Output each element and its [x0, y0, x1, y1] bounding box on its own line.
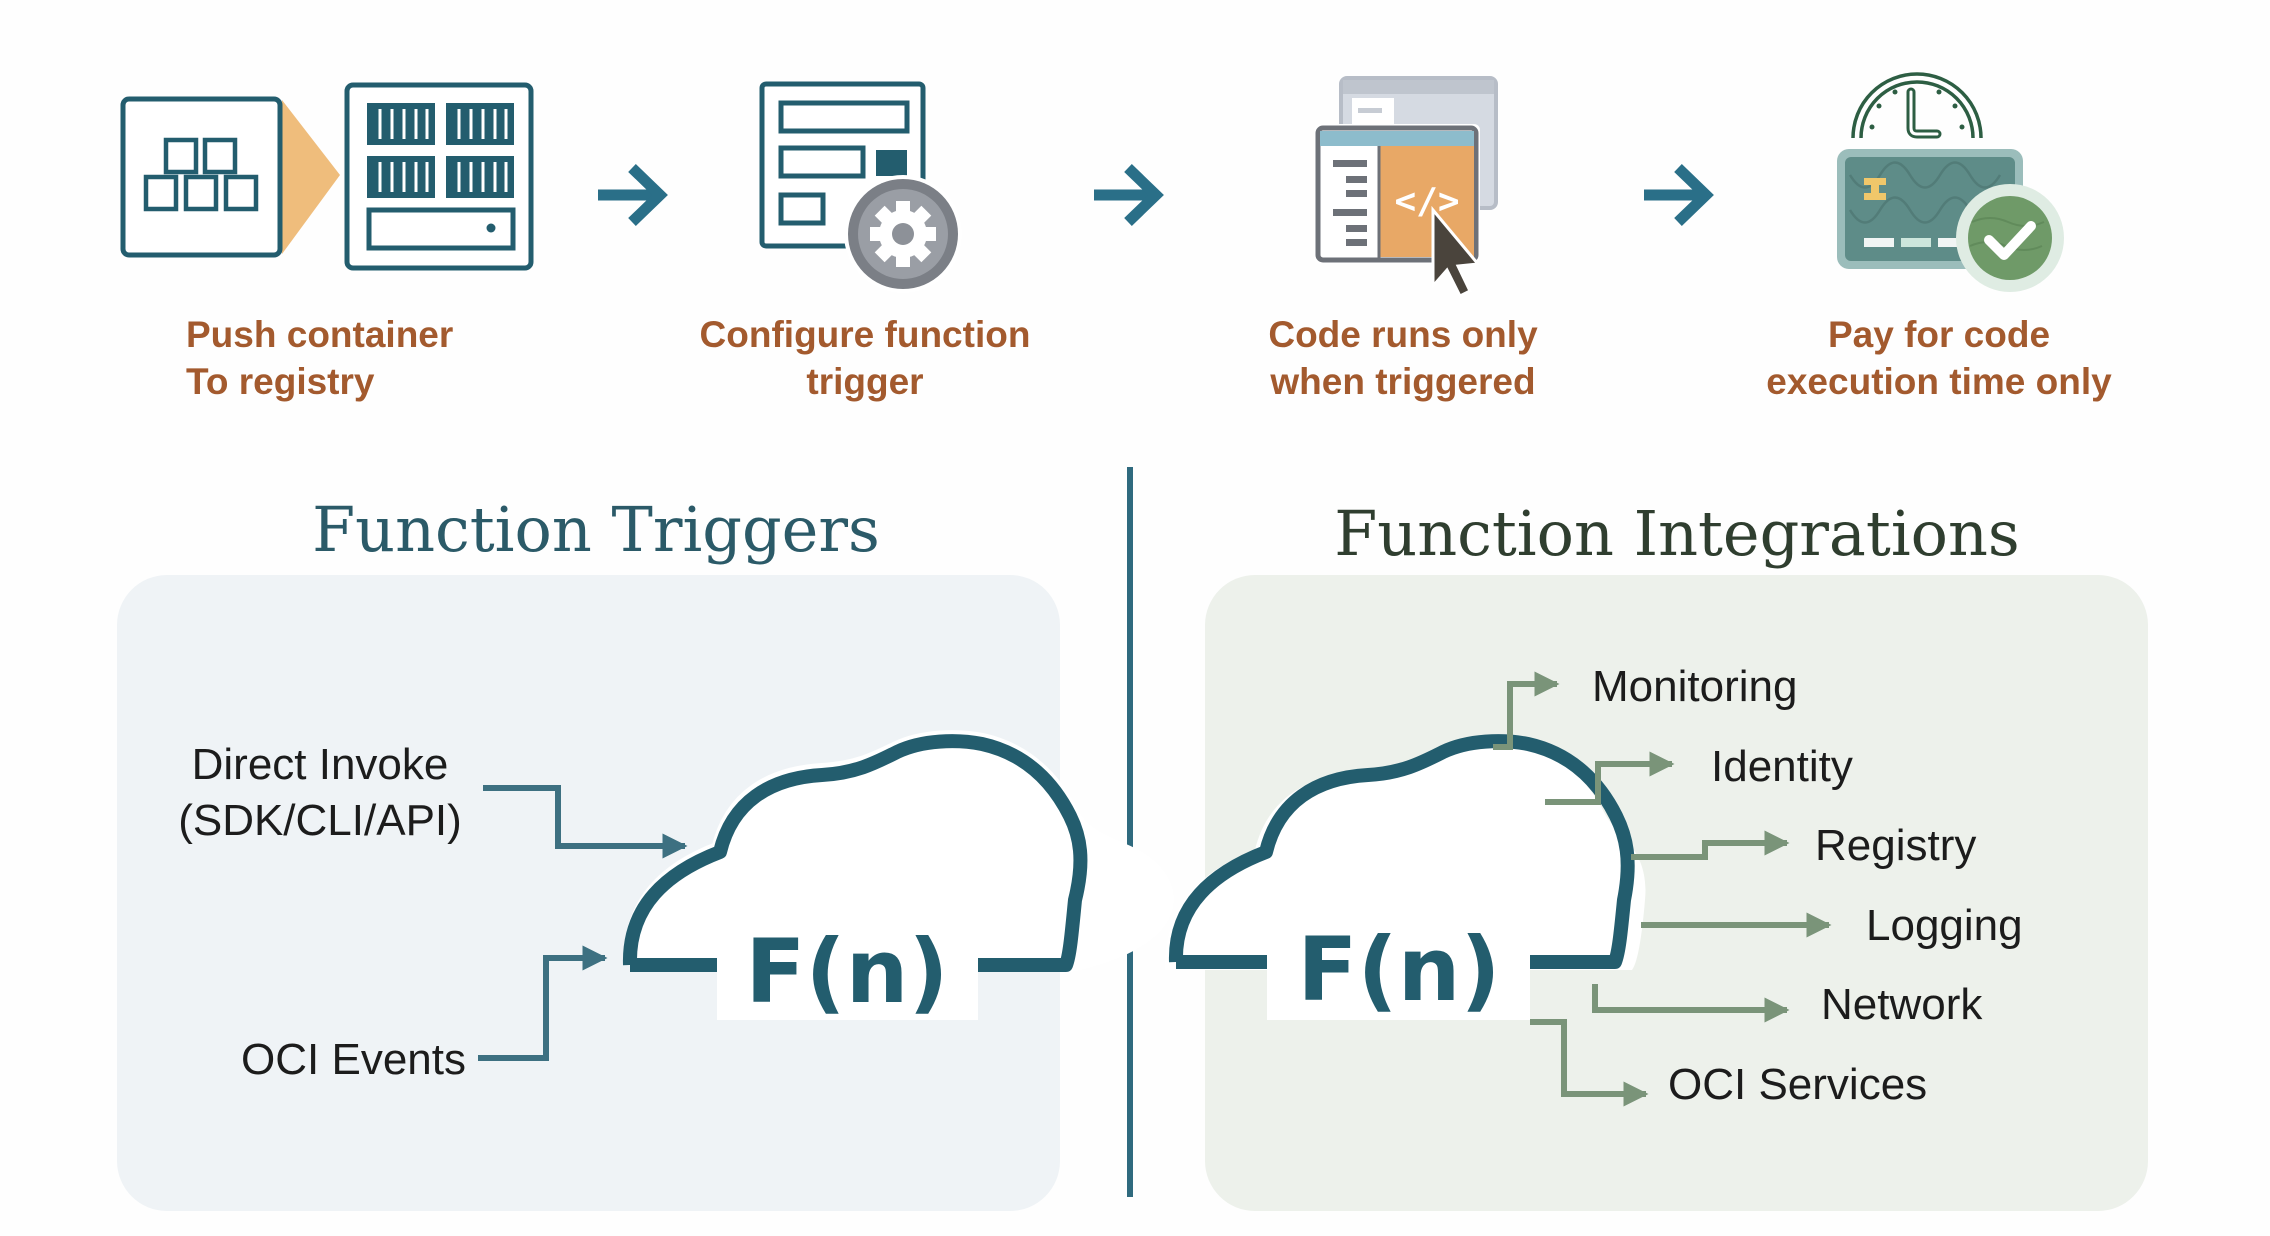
network-connector: [1592, 984, 1790, 1023]
trigger-oci-events: OCI Events: [241, 1035, 466, 1084]
step-2-label-line1: Configure function: [700, 314, 1031, 355]
integration-network: Network: [1821, 980, 1983, 1029]
integrations-cloud: F(n): [1164, 734, 1646, 1021]
integrations-panel: [1205, 575, 2148, 1211]
triggers-panel: [117, 575, 1060, 1211]
oci-services-connector: [1530, 1019, 1649, 1107]
svg-text:</>: </>: [1394, 181, 1459, 222]
push-triangle: [282, 100, 340, 254]
step-3-label-line2: when triggered: [1269, 361, 1535, 402]
step-1-label-line1: Push container: [186, 314, 453, 355]
triggers-cloud: F(n): [622, 730, 1174, 1023]
pay-execution-icon: [1837, 72, 2064, 292]
triggers-title: Function Triggers: [312, 493, 880, 566]
integration-oci-services: OCI Services: [1668, 1060, 1927, 1109]
integrations-function-label: F(n): [1297, 918, 1500, 1021]
step-2-label-line2: trigger: [806, 361, 923, 402]
section-divider: [1127, 467, 1133, 1197]
step-4-label-line2: execution time only: [1766, 361, 2112, 402]
integration-identity: Identity: [1711, 742, 1853, 791]
container-registry-icon: [120, 82, 534, 271]
trigger-direct-invoke-line1: Direct Invoke: [192, 740, 449, 789]
monitoring-connector: [1493, 671, 1560, 750]
step-arrow-3: [1644, 164, 1714, 226]
integrations-title: Function Integrations: [1334, 497, 2019, 570]
registry-connector: [1631, 830, 1790, 860]
integration-monitoring: Monitoring: [1592, 662, 1797, 711]
step-arrow-1: [598, 164, 668, 226]
direct-invoke-connector: [483, 785, 688, 859]
step-1-label-line2: To registry: [186, 361, 375, 402]
identity-connector: [1545, 751, 1675, 805]
step-arrow-2: [1094, 164, 1164, 226]
configure-trigger-icon: [759, 81, 962, 293]
integration-connectors: [1493, 671, 1832, 1107]
triggers-function-label: F(n): [745, 920, 948, 1023]
trigger-connectors: [478, 785, 688, 1061]
step-4-label-line1: Pay for code: [1828, 314, 2050, 355]
trigger-source-labels: Direct Invoke (SDK/CLI/API) OCI Events: [178, 740, 466, 1084]
trigger-direct-invoke-line2: (SDK/CLI/API): [178, 796, 462, 845]
integration-logging: Logging: [1866, 901, 2023, 950]
integration-target-labels: Monitoring Identity Registry Logging Net…: [1592, 662, 2023, 1109]
code-run-icon: </>: [1314, 76, 1498, 299]
integration-registry: Registry: [1815, 821, 1976, 870]
step-3-label-line1: Code runs only: [1268, 314, 1538, 355]
oci-events-connector: [478, 945, 608, 1061]
